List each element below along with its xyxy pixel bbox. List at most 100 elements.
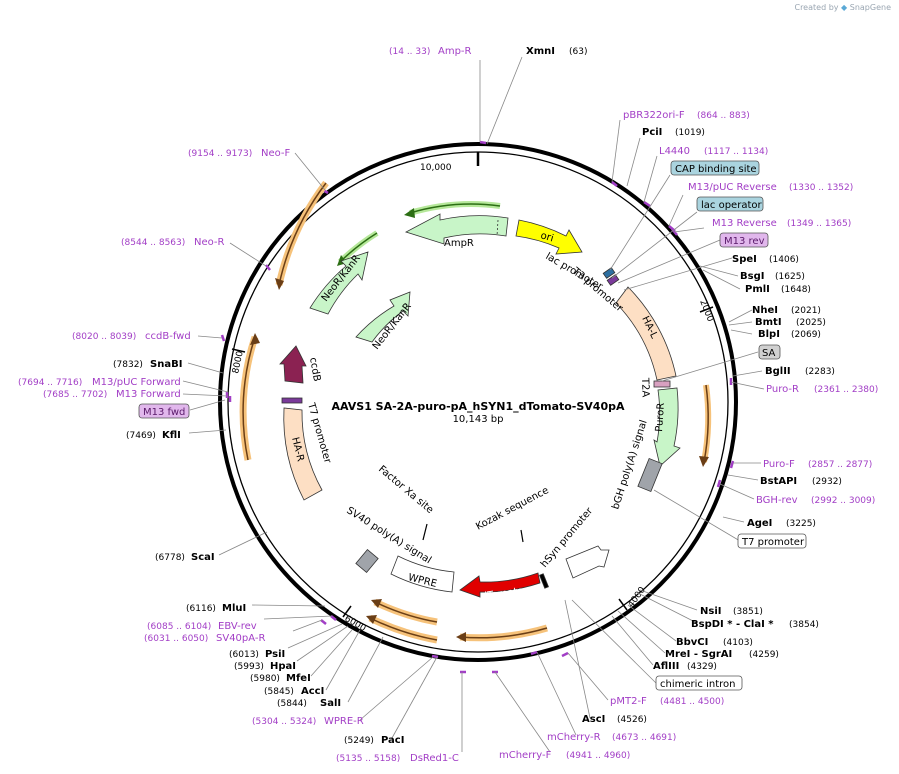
enzyme-name: BspDI * - ClaI * (691, 619, 774, 630)
primer-position: (7685 .. 7702) (43, 390, 107, 400)
leader-line (617, 610, 666, 654)
box-label-chimeric-intron: chimeric intron (660, 679, 735, 690)
leader-line (611, 615, 654, 666)
orf-arrowhead (456, 632, 466, 642)
leader-line (609, 174, 671, 271)
leader-lines (182, 56, 765, 753)
primer-mark (716, 479, 722, 488)
primer-name: WPRE-R (324, 716, 364, 727)
primer-name: M13 Reverse (712, 218, 777, 229)
feature-factor-xa (422, 523, 428, 541)
feature-m13-rev (606, 274, 620, 286)
orf-arrowhead (275, 278, 284, 290)
leader-line (653, 489, 741, 542)
feature-ha-l (615, 286, 677, 381)
plasmid-size: 10,143 bp (453, 414, 504, 425)
primer-mark (530, 650, 538, 656)
boxed-labels: CAP binding site lac operator M13 rev SA… (138, 160, 807, 691)
primer-name: M13/pUC Forward (92, 377, 181, 388)
enzyme-position: (5980) (250, 674, 280, 684)
feature-lac-operator (602, 267, 616, 279)
leader-line (494, 671, 551, 753)
snapgene-logo-icon: ◆ (841, 3, 848, 12)
enzyme-name: NheI (752, 305, 778, 316)
feature-ha-r (283, 407, 323, 501)
label-ori: ori (539, 230, 555, 244)
enzyme-name: MfeI (286, 673, 311, 684)
orf-arrowhead (371, 599, 382, 608)
primer-position: (5304 .. 5324) (252, 717, 316, 727)
enzyme-name: SalI (320, 698, 341, 709)
label-sv40-polya: SV40 poly(A) signal (344, 505, 433, 566)
enzyme-position: (4103) (723, 638, 753, 648)
label-ampr: AmpR (444, 238, 474, 249)
box-label-m13-rev: M13 rev (724, 236, 765, 247)
feature-t7-promoter-left (281, 397, 303, 404)
leader-line (182, 380, 229, 393)
leader-line (296, 625, 349, 662)
leader-line (391, 656, 438, 739)
enzyme-name: AflIII (653, 661, 679, 672)
leader-line (218, 531, 268, 556)
box-label-m13-fwd: M13 fwd (143, 407, 185, 418)
primer-name: mCherry-R (547, 732, 601, 743)
leader-line (722, 516, 745, 523)
primer-labels: (14 .. 33) Amp-R pBR322ori-F (864 .. 883… (18, 46, 878, 764)
label-t2a: T2A (639, 377, 651, 398)
enzyme-position: (3225) (786, 519, 816, 529)
leader-line (623, 257, 733, 291)
enzyme-name: PciI (642, 127, 662, 138)
feature-neor-kanr-2 (355, 291, 411, 343)
primer-name: EBV-rev (218, 621, 257, 632)
enzyme-name: BmtI (755, 317, 782, 328)
primer-mark (729, 460, 735, 469)
leader-line (728, 321, 753, 326)
enzyme-position: (1406) (769, 255, 799, 265)
tick-label-8000: 8000 (231, 350, 246, 375)
enzyme-name: BlpI (758, 329, 780, 340)
primer-name: M13/pUC Reverse (688, 182, 777, 193)
primer-name: BGH-rev (756, 495, 798, 506)
enzyme-position: (1019) (675, 128, 705, 138)
leader-line (727, 474, 759, 481)
primer-position: (6031 .. 6050) (144, 634, 208, 644)
box-chimeric-intron (655, 675, 743, 691)
enzyme-position: (3854) (789, 620, 819, 630)
enzyme-name: HpaI (270, 661, 296, 672)
enzyme-name: AgeI (747, 518, 772, 529)
leader-line (611, 119, 621, 183)
primer-name: Puro-F (763, 459, 795, 470)
enzyme-name: PacI (381, 735, 404, 746)
primer-name: Amp-R (438, 46, 472, 57)
leader-line (635, 591, 698, 624)
orf-arrowhead (404, 208, 415, 218)
primer-position: (4673 .. 4691) (612, 733, 676, 743)
box-cap-binding-site (670, 160, 760, 176)
leader-line (187, 362, 224, 374)
primer-position: (8020 .. 8039) (72, 332, 136, 342)
primer-position: (4481 .. 4500) (660, 697, 724, 707)
primer-position: (2361 .. 2380) (814, 385, 878, 395)
tick-mark (231, 348, 246, 353)
enzyme-labels: XmnI (63) PciI (1019) SpeI (1406) BsgI (… (113, 46, 842, 746)
primer-name: L4440 (659, 146, 690, 157)
primer-mark (320, 619, 327, 625)
enzyme-position: (2069) (791, 330, 821, 340)
enzyme-position: (5844) (277, 699, 307, 709)
box-m13-fwd (138, 403, 190, 419)
enzyme-position: (3851) (733, 607, 763, 617)
primer-mark (431, 654, 439, 659)
label-bgh-polya: bGH poly(A) signal (610, 419, 649, 511)
primer-mark (330, 615, 337, 621)
orf-arc (409, 201, 501, 216)
enzyme-name: BsgI (740, 271, 764, 282)
primer-position: (1117 .. 1134) (704, 147, 768, 157)
primer-name: SV40pA-R (216, 633, 265, 644)
leader-line (486, 56, 523, 145)
primer-position: (7694 .. 7716) (18, 378, 82, 388)
feature-ampr-marker (496, 219, 499, 237)
primer-name: mCherry-F (499, 750, 552, 761)
primer-mark (611, 181, 618, 187)
enzyme-name: BstAPI (760, 476, 797, 487)
enzyme-name: XmnI (526, 46, 555, 57)
